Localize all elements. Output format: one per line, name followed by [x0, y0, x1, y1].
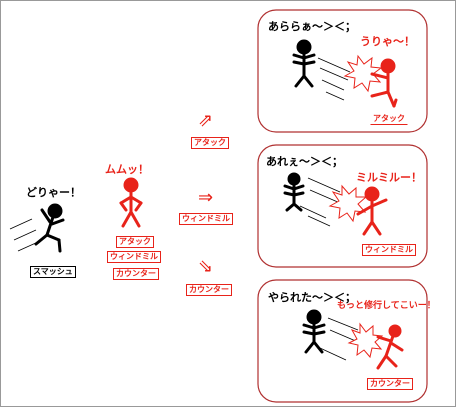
branch-windmill-label: ウィンドミル — [179, 213, 233, 225]
panel1-label: アタック — [370, 113, 408, 125]
panel2-opponent-figure — [356, 186, 388, 236]
panel-counter-frame — [257, 279, 428, 403]
panel2-speed-lines — [299, 177, 341, 227]
panel3-opponent-figure — [376, 324, 404, 370]
panel1-speed-lines — [317, 57, 351, 101]
panel2-impact-burst — [328, 184, 368, 223]
panel3-speed-lines — [319, 317, 359, 361]
panel3-impact-burst — [347, 322, 384, 359]
branch-counter-label: カウンター — [186, 284, 232, 296]
panel3-label: カウンター — [367, 378, 413, 390]
player-figure — [34, 203, 65, 253]
panel1-opponent-line: うりゃ～！ — [360, 35, 415, 48]
opponent-option-counter: カウンター — [113, 268, 159, 280]
opponent-figure — [119, 177, 143, 228]
opponent-option-windmill: ウィンドミル — [107, 251, 161, 263]
panel2-player-figure — [283, 172, 305, 212]
player-shout: どりゃー！ — [26, 186, 81, 199]
panel3-player-line: やられた～＞＜； — [268, 291, 356, 304]
panel3-player-figure — [302, 309, 326, 354]
opponent-shout: ムムッ！ — [105, 163, 149, 176]
panel2-opponent-line: ミルミルー！ — [356, 171, 422, 184]
opponent-option-attack: アタック — [116, 236, 154, 248]
arrow-down-icon: ⇘ — [198, 256, 214, 277]
player-speed-lines — [9, 218, 39, 252]
arrow-right-icon: ⇒ — [198, 187, 214, 208]
branch-attack-label: アタック — [191, 137, 229, 149]
panel1-opponent-figure — [370, 58, 398, 108]
panel-attack-frame — [257, 9, 428, 133]
panel2-label: ウィンドミル — [362, 244, 416, 256]
panel2-player-line: あれぇ～＞＜； — [266, 155, 343, 168]
panel1-impact-burst — [343, 54, 383, 93]
panel3-opponent-line: もっと修行してこいー！ — [337, 301, 436, 311]
arrow-up-icon: ⇗ — [198, 110, 214, 131]
player-move-label: スマッシュ — [30, 266, 76, 278]
panel1-player-figure — [292, 39, 316, 88]
panel1-player-line: あららぁ～＞＜； — [268, 20, 356, 33]
